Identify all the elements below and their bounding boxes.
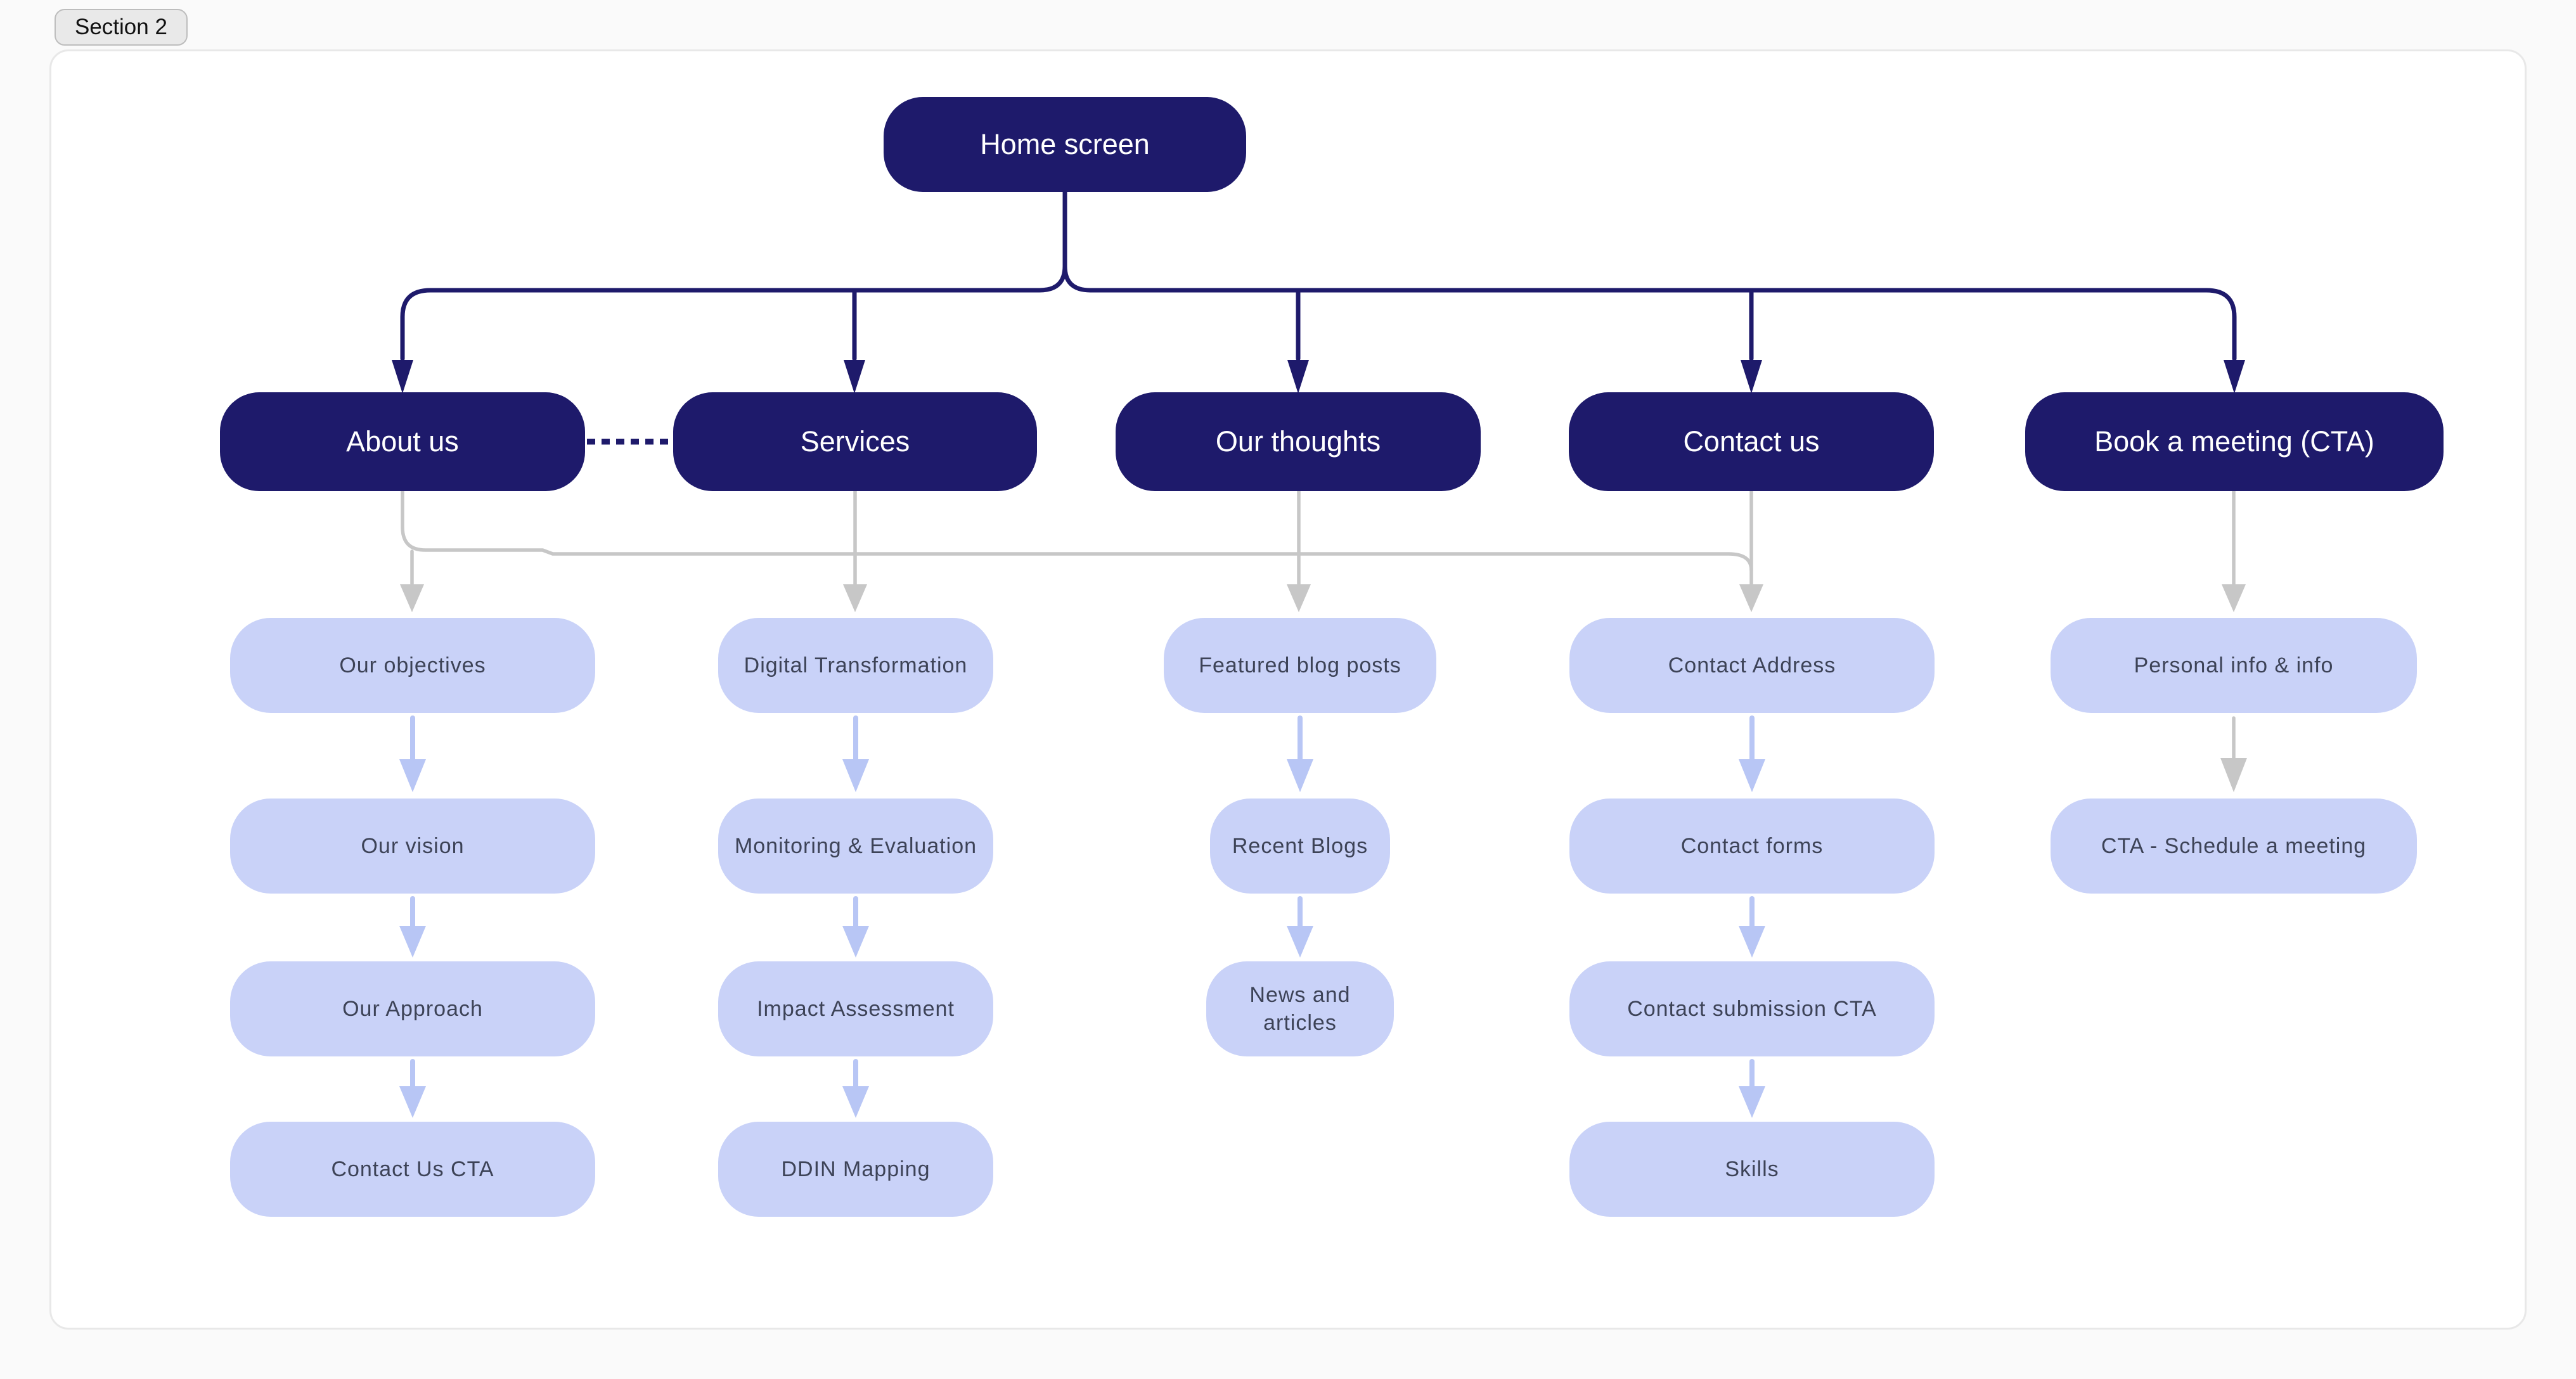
blue-arrowhead-col1-3 — [399, 1086, 426, 1118]
arrowhead-book-a-meeting — [2224, 360, 2245, 394]
navy-arrowheads — [392, 360, 2245, 394]
gray-arrowhead-col2 — [843, 584, 867, 612]
blue-arrowhead-col2-2 — [842, 926, 869, 958]
blue-arrowhead-col4-3 — [1739, 1086, 1765, 1118]
node-book-a-meeting[interactable]: Book a meeting (CTA) — [2025, 392, 2444, 491]
blue-arrowhead-col3-2 — [1287, 926, 1313, 958]
node-services[interactable]: Services — [673, 392, 1037, 491]
node-contact-us-cta[interactable]: Contact Us CTA — [230, 1122, 595, 1217]
node-featured-blog-posts[interactable]: Featured blog posts — [1164, 618, 1436, 713]
node-recent-blogs[interactable]: Recent Blogs — [1210, 799, 1390, 894]
arrowhead-services — [844, 360, 865, 394]
node-impact-assessment[interactable]: Impact Assessment — [718, 961, 993, 1056]
node-contact-submission-cta[interactable]: Contact submission CTA — [1569, 961, 1935, 1056]
gray-arrowhead-col3 — [1287, 584, 1311, 612]
gray-arrowhead-col5 — [2222, 584, 2246, 612]
blue-flow-arrows — [410, 715, 1755, 1091]
blue-arrowheads — [399, 759, 1765, 1118]
gray-connectors — [401, 489, 2236, 762]
node-personal-info[interactable]: Personal info & info — [2051, 618, 2417, 713]
gray-arrowheads — [400, 584, 2247, 792]
navy-rail-right — [1062, 264, 2237, 361]
arrowhead-about-us — [392, 360, 413, 394]
node-news-and-articles[interactable]: News and articles — [1206, 961, 1394, 1056]
node-about-us[interactable]: About us — [220, 392, 585, 491]
section-label-pill[interactable]: Section 2 — [55, 9, 188, 46]
blue-arrowhead-col3-1 — [1287, 759, 1313, 792]
blue-arrowhead-col4-2 — [1739, 926, 1765, 958]
blue-arrowhead-col1-1 — [399, 759, 426, 792]
node-cta-schedule-meeting[interactable]: CTA - Schedule a meeting — [2051, 799, 2417, 894]
arrowhead-contact-us — [1741, 360, 1762, 394]
node-our-approach[interactable]: Our Approach — [230, 961, 595, 1056]
gray-arrowhead-col5-row2 — [2220, 758, 2247, 792]
arrowhead-our-thoughts — [1287, 360, 1309, 394]
node-contact-forms[interactable]: Contact forms — [1569, 799, 1935, 894]
node-ddin-mapping[interactable]: DDIN Mapping — [718, 1122, 993, 1217]
node-our-objectives[interactable]: Our objectives — [230, 618, 595, 713]
node-digital-transformation[interactable]: Digital Transformation — [718, 618, 993, 713]
navy-rail-left — [400, 264, 1067, 361]
node-home-screen[interactable]: Home screen — [884, 97, 1246, 192]
gray-arrowhead-col4 — [1739, 584, 1763, 612]
node-contact-us[interactable]: Contact us — [1569, 392, 1934, 491]
navy-tree-connectors — [400, 189, 2237, 445]
gray-arrowhead-col1 — [400, 584, 424, 612]
node-contact-address[interactable]: Contact Address — [1569, 618, 1935, 713]
node-our-thoughts[interactable]: Our thoughts — [1116, 392, 1481, 491]
node-our-vision[interactable]: Our vision — [230, 799, 595, 894]
blue-arrowhead-col2-3 — [842, 1086, 869, 1118]
blue-arrowhead-col1-2 — [399, 926, 426, 958]
blue-arrowhead-col2-1 — [842, 759, 869, 792]
node-monitoring-evaluation[interactable]: Monitoring & Evaluation — [718, 799, 993, 894]
gray-rail — [401, 489, 1753, 572]
node-skills[interactable]: Skills — [1569, 1122, 1935, 1217]
blue-arrowhead-col4-1 — [1739, 759, 1765, 792]
